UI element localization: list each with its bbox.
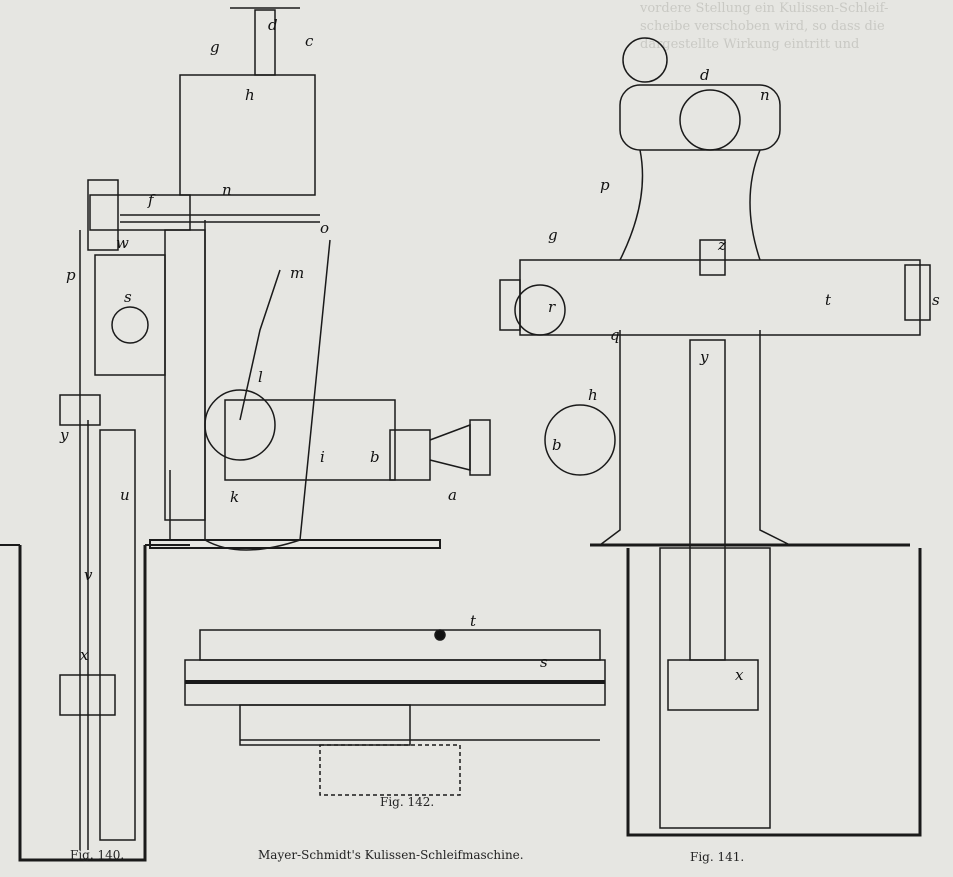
label: i — [320, 448, 325, 466]
label: b — [370, 448, 380, 466]
label: y — [699, 348, 709, 366]
fig140-column — [59, 179, 166, 850]
caption-title: Mayer-Schmidt's Kulissen-Schleifmaschine… — [258, 848, 524, 862]
label: f — [147, 191, 156, 209]
label: m — [290, 264, 304, 282]
label: c — [305, 32, 314, 50]
fig142-labels: t s — [470, 612, 548, 671]
label: u — [120, 486, 130, 504]
label: p — [66, 266, 76, 284]
label: x — [80, 646, 89, 664]
label: v — [84, 566, 93, 584]
label: q — [610, 326, 620, 344]
label: n — [760, 86, 770, 104]
show-through-text: vordere Stellung ein Kulissen-Schleif-sc… — [640, 1, 889, 52]
label: o — [320, 219, 329, 237]
fig140-machine — [89, 7, 491, 551]
label: h — [245, 86, 255, 104]
label: d — [700, 66, 710, 84]
label: p — [600, 176, 610, 194]
fig141-labels: d n p z t r q y h b s x g — [548, 66, 940, 684]
caption-fig141: Fig. 141. — [690, 850, 745, 864]
label: n — [222, 181, 232, 199]
label: t — [825, 291, 832, 309]
caption-fig140: Fig. 140. — [70, 848, 125, 862]
label: s — [932, 291, 940, 309]
label: s — [540, 653, 548, 671]
fig140-pit — [0, 544, 190, 862]
label: y — [59, 426, 69, 444]
label: h — [588, 386, 598, 404]
label: x — [735, 666, 744, 684]
label: b — [552, 436, 562, 454]
label: d — [268, 16, 278, 34]
label: s — [124, 288, 132, 306]
label: g — [548, 226, 558, 244]
caption-fig142: Fig. 142. — [380, 795, 435, 809]
fig140-labels: d c g h f n o w p s m l i b a k y u x v — [59, 16, 457, 664]
label: z — [717, 236, 726, 254]
fig142 — [184, 629, 606, 796]
label: r — [548, 298, 556, 316]
label: t — [470, 612, 477, 630]
label: k — [230, 488, 239, 506]
label: g — [210, 38, 220, 56]
label: w — [116, 234, 129, 252]
fig141 — [499, 37, 931, 837]
label: a — [448, 486, 457, 504]
label: l — [258, 368, 263, 386]
